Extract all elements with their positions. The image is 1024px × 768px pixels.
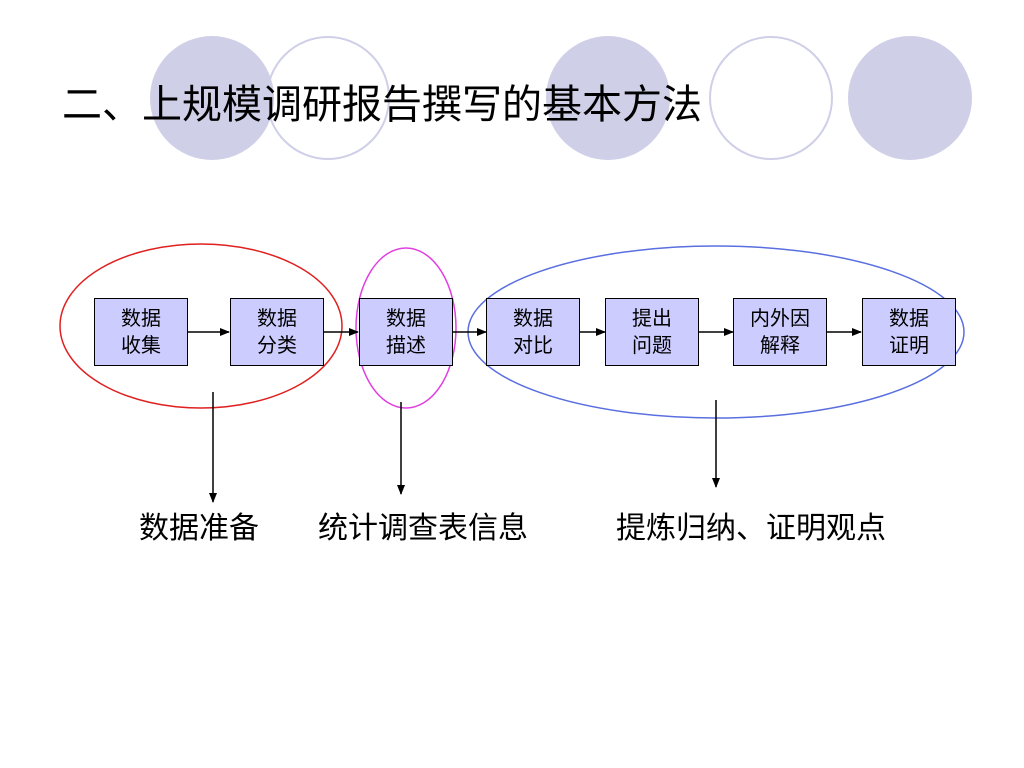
decor-circle-3 — [546, 36, 670, 160]
box-raise-questions: 提出 问题 — [605, 298, 699, 366]
decor-circle-4 — [709, 36, 833, 160]
box-data-proof: 数据 证明 — [862, 298, 956, 366]
decor-circle-5 — [848, 36, 972, 160]
box-data-description: 数据 描述 — [359, 298, 453, 366]
box-data-classification: 数据 分类 — [230, 298, 324, 366]
box-data-collection: 数据 收集 — [94, 298, 188, 366]
decor-circle-1 — [150, 36, 274, 160]
decor-circle-2 — [266, 36, 390, 160]
group-ellipse-preparation — [59, 243, 343, 409]
box-cause-explanation: 内外因 解释 — [733, 298, 827, 366]
label-summarize-prove: 提炼归纳、证明观点 — [616, 511, 886, 546]
page-title: 二、上规模调研报告撰写的基本方法 — [62, 82, 702, 128]
box-data-comparison: 数据 对比 — [486, 298, 580, 366]
label-data-preparation: 数据准备 — [139, 511, 259, 546]
label-statistics-info: 统计调查表信息 — [318, 511, 528, 546]
